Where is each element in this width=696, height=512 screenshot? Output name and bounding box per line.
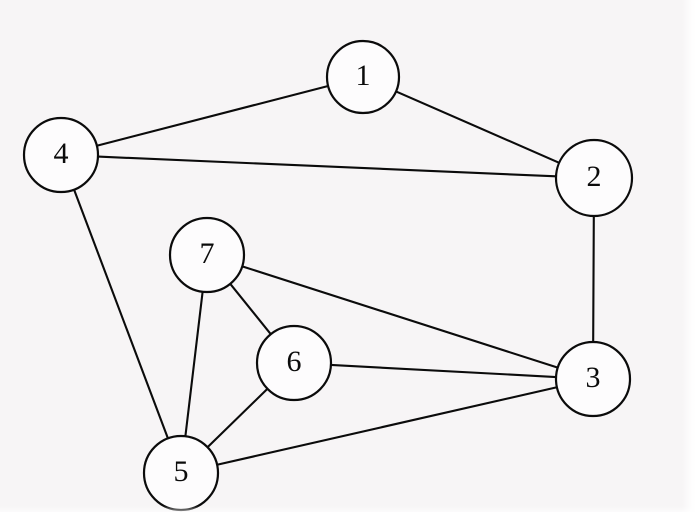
graph-edge-4-5 bbox=[73, 188, 169, 440]
graph-node-label-5: 5 bbox=[174, 455, 189, 488]
graph-node-circle-2[interactable] bbox=[554, 138, 634, 218]
graph-edge-4-1 bbox=[95, 84, 330, 147]
graph-node-circle-4[interactable] bbox=[22, 116, 100, 194]
graph-node-label-3: 3 bbox=[586, 361, 601, 394]
graph-node-2[interactable]: 2 bbox=[554, 138, 634, 218]
graph-edge-7-3 bbox=[241, 265, 559, 369]
edges-layer bbox=[73, 84, 595, 466]
graph-edge-2-3 bbox=[592, 214, 595, 344]
nodes-layer: 1 2 3 4 5 6 7 bbox=[22, 39, 634, 512]
graph-node-4[interactable]: 4 bbox=[22, 116, 100, 194]
graph-node-label-6: 6 bbox=[287, 345, 302, 378]
graph-node-label-1: 1 bbox=[356, 59, 371, 92]
graph-edge-6-5 bbox=[206, 387, 269, 449]
graph-edge-7-5 bbox=[184, 290, 204, 438]
graph-node-circle-3[interactable] bbox=[554, 340, 632, 418]
graph-node-6[interactable]: 6 bbox=[255, 324, 333, 402]
graph-edge-6-3 bbox=[329, 363, 558, 379]
graph-edge-7-6 bbox=[229, 282, 272, 336]
graph-node-3[interactable]: 3 bbox=[554, 340, 632, 418]
graph-node-label-4: 4 bbox=[54, 137, 69, 170]
graph-edge-5-3 bbox=[216, 386, 558, 466]
graph-node-1[interactable]: 1 bbox=[325, 39, 401, 115]
graph-node-7[interactable]: 7 bbox=[168, 216, 246, 294]
graph-edge-4-2 bbox=[96, 155, 558, 178]
graph-node-label-7: 7 bbox=[200, 237, 215, 270]
graph-edge-1-2 bbox=[394, 90, 561, 164]
graph-node-circle-7[interactable] bbox=[168, 216, 246, 294]
graph-node-5[interactable]: 5 bbox=[142, 434, 220, 512]
graph-node-circle-1[interactable] bbox=[325, 39, 401, 115]
graph-node-label-2: 2 bbox=[587, 160, 602, 193]
graph-node-circle-6[interactable] bbox=[255, 324, 333, 402]
